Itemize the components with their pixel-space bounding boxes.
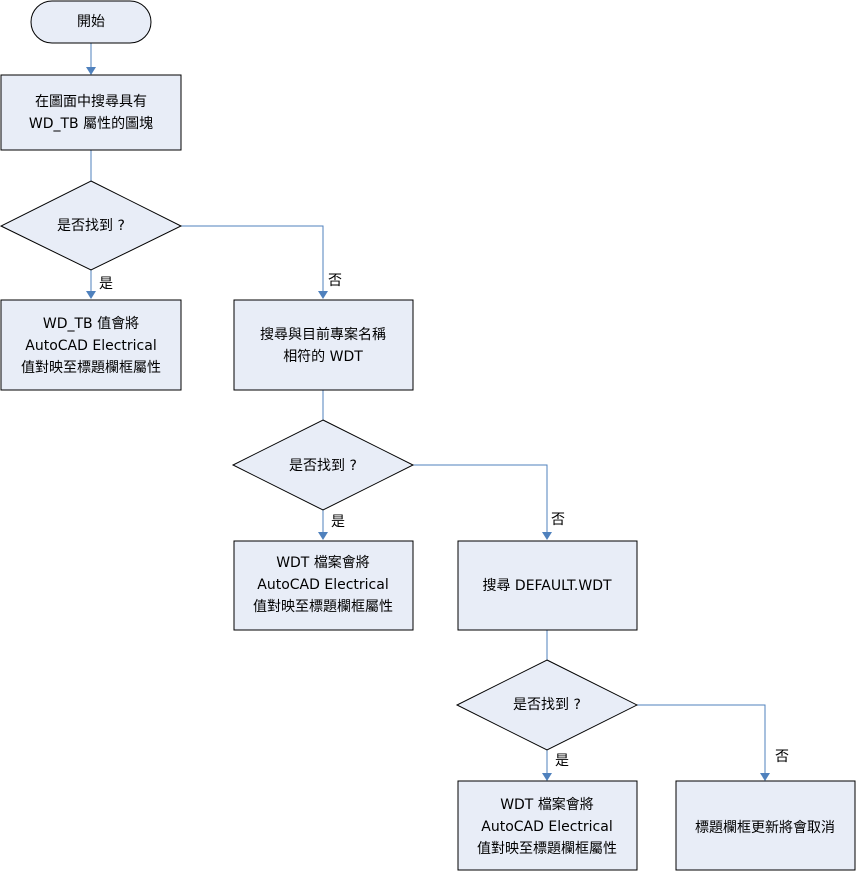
process-map-wdtb-line-1: WD_TB 值會將 xyxy=(43,316,139,332)
process-search-project-wdt-line-2: 相符的 WDT xyxy=(283,349,363,365)
edge-label-yes-1: 是 xyxy=(99,276,113,292)
process-search-project-wdt: 搜尋與目前專案名稱 相符的 WDT xyxy=(233,299,414,391)
edge-label-no-3: 否 xyxy=(775,749,789,765)
connector-decision2-yes xyxy=(318,510,328,540)
process-map-wdt-1: WDT 檔案會將 AutoCAD Electrical 值對映至標題欄框屬性 xyxy=(233,540,414,631)
connector-decision3-yes xyxy=(542,750,552,781)
start-label: 開始 xyxy=(77,14,105,30)
decision-found-1-label: 是否找到 ? xyxy=(57,218,125,234)
connector-decision1-yes xyxy=(86,270,96,299)
process-search-wdtb: 在圖面中搜尋具有 WD_TB 屬性的圖塊 xyxy=(0,74,182,151)
decision-found-3: 是否找到 ? xyxy=(455,659,639,751)
process-map-wdt-2-line-3: 值對映至標題欄框屬性 xyxy=(477,841,617,857)
start-terminator: 開始 xyxy=(30,0,152,44)
process-map-wdtb-line-3: 值對映至標題欄框屬性 xyxy=(21,360,161,376)
decision-found-1: 是否找到 ? xyxy=(0,180,183,271)
process-map-wdt-1-line-2: AutoCAD Electrical xyxy=(257,577,388,593)
process-search-wdtb-line-2: WD_TB 屬性的圖塊 xyxy=(29,116,153,132)
process-search-wdtb-line-1: 在圖面中搜尋具有 xyxy=(35,94,147,110)
decision-found-2: 是否找到 ? xyxy=(231,419,415,511)
decision-found-2-label: 是否找到 ? xyxy=(289,458,357,474)
process-map-wdtb: WD_TB 值會將 AutoCAD Electrical 值對映至標題欄框屬性 xyxy=(0,299,182,391)
edge-label-yes-2: 是 xyxy=(331,514,345,530)
connector-decision3-no xyxy=(637,704,770,781)
edge-label-no-1: 否 xyxy=(328,273,342,289)
process-map-wdt-1-line-3: 值對映至標題欄框屬性 xyxy=(253,599,393,615)
edge-label-no-2: 否 xyxy=(551,512,565,528)
process-map-wdt-2: WDT 檔案會將 AutoCAD Electrical 值對映至標題欄框屬性 xyxy=(457,780,638,871)
connector-decision1-no xyxy=(181,225,328,299)
connector-start-to-search xyxy=(86,43,96,75)
process-cancel-update: 標題欄框更新將會取消 xyxy=(675,780,856,871)
process-map-wdtb-line-2: AutoCAD Electrical xyxy=(25,338,156,354)
connector-decision2-no xyxy=(413,464,552,540)
process-map-wdt-1-line-1: WDT 檔案會將 xyxy=(276,554,370,571)
process-search-default-wdt-label: 搜尋 DEFAULT.WDT xyxy=(482,578,612,594)
process-search-default-wdt: 搜尋 DEFAULT.WDT xyxy=(457,540,638,631)
process-cancel-update-label: 標題欄框更新將會取消 xyxy=(695,820,835,836)
process-map-wdt-2-line-2: AutoCAD Electrical xyxy=(481,819,612,835)
edge-label-yes-3: 是 xyxy=(555,753,569,769)
process-search-project-wdt-line-1: 搜尋與目前專案名稱 xyxy=(260,326,386,343)
decision-found-3-label: 是否找到 ? xyxy=(513,697,581,713)
process-map-wdt-2-line-1: WDT 檔案會將 xyxy=(500,796,594,813)
